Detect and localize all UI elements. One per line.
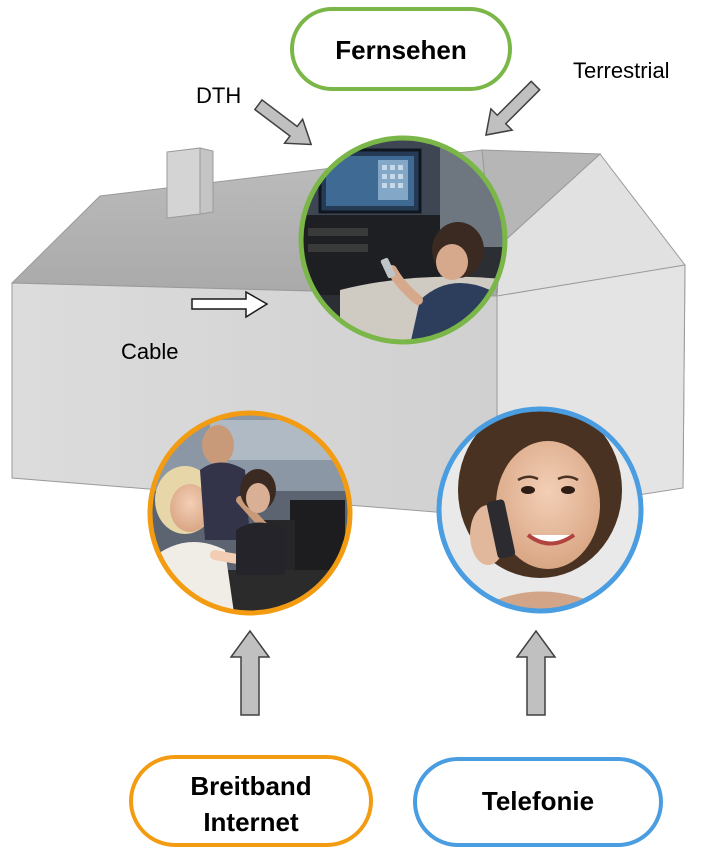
house-chimney [166,147,201,219]
dth-label: DTH [196,83,241,108]
internet-pill-label-line1: Breitband [190,771,311,801]
house-chimney-side [199,147,214,215]
terrestrial-label: Terrestrial [573,58,670,83]
tv-photo-border [298,135,508,345]
phone-photo [436,406,644,614]
internet-photo-border [147,410,353,616]
phone-pill: Telefonie [413,757,663,847]
tv-pill: Fernsehen [290,7,512,91]
terrestrial-arrow [485,80,541,136]
cable-label: Cable [121,339,178,364]
internet-pill: Breitband Internet [129,755,373,847]
internet-up-arrow [229,629,271,716]
internet-pill-label-line2: Internet [203,807,299,837]
tv-pill-label: Fernsehen [335,35,467,65]
cable-arrow [191,290,269,319]
dth-arrow [253,98,313,146]
phone-up-arrow [515,629,557,716]
phone-pill-label: Telefonie [482,786,594,816]
internet-photo [147,410,353,616]
phone-photo-border [436,406,644,614]
